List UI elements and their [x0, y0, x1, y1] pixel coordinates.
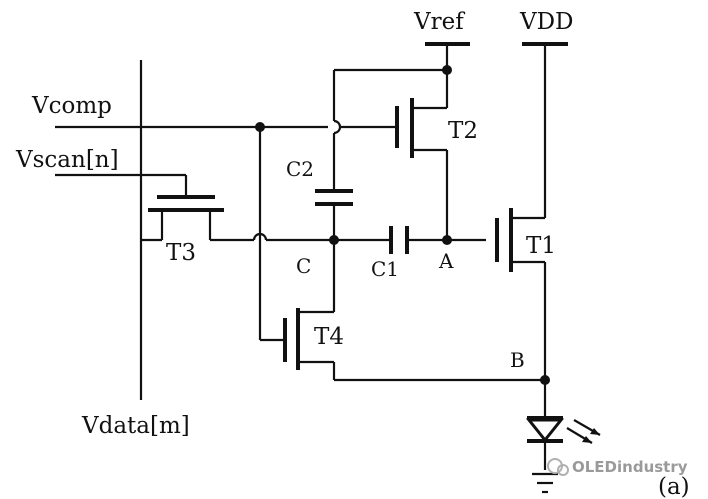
label-t3: T3	[166, 240, 196, 266]
label-vdata: Vdata[m]	[81, 413, 190, 439]
label-vdd: VDD	[519, 9, 574, 35]
label-node-b: B	[510, 348, 525, 372]
junction-vcomp	[255, 122, 265, 132]
label-vscan: Vscan[n]	[15, 147, 119, 173]
watermark: OLEDindustry	[547, 458, 688, 476]
label-c2: C2	[286, 157, 314, 181]
label-node-a: A	[438, 249, 454, 273]
label-c1: C1	[371, 257, 399, 281]
label-vref: Vref	[413, 9, 465, 35]
label-t1: T1	[526, 233, 556, 259]
transistor-t2	[395, 98, 449, 240]
label-vcomp: Vcomp	[31, 93, 112, 119]
capacitor-c2	[315, 189, 353, 240]
transistor-t3	[141, 195, 224, 242]
junction-vref	[442, 65, 452, 75]
junction-node-a	[442, 235, 452, 245]
junction-node-c	[329, 235, 339, 245]
vdd-rail	[522, 42, 568, 218]
watermark-text: OLEDindustry	[572, 458, 688, 476]
label-node-c: C	[296, 254, 311, 278]
junction-node-b	[540, 375, 550, 385]
oled-diode	[525, 416, 601, 494]
transistor-t4	[258, 127, 545, 382]
capacitor-c1	[389, 226, 409, 254]
vscan-line	[55, 173, 188, 197]
label-t2: T2	[448, 118, 478, 144]
figure-tag: (a)	[658, 474, 690, 499]
label-t4: T4	[314, 324, 344, 350]
vref-net	[332, 68, 449, 190]
transistor-t1	[495, 208, 547, 418]
